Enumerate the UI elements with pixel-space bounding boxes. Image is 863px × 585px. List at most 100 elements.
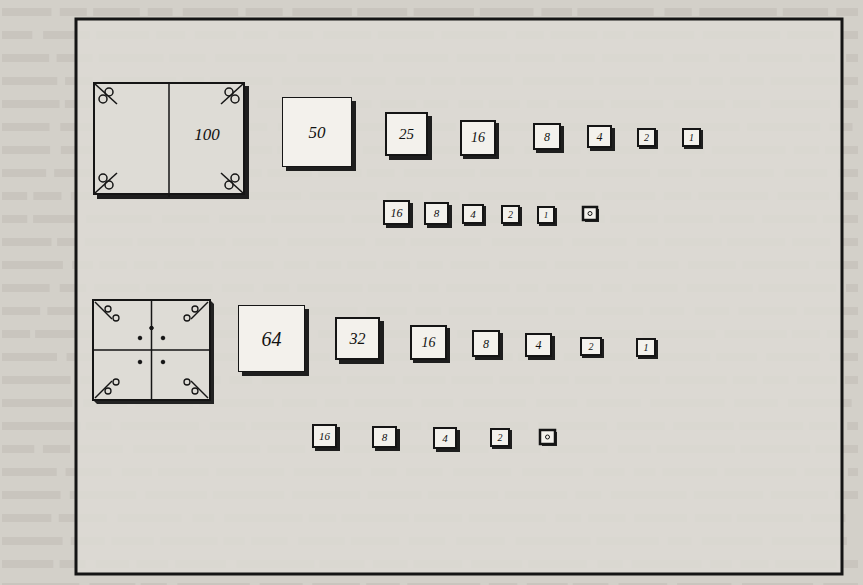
cube-number: 25	[399, 127, 414, 142]
show-through-line	[33, 215, 76, 223]
show-through-line	[2, 169, 46, 177]
show-through-line	[2, 353, 57, 361]
show-through-line	[33, 192, 61, 200]
show-through-line	[93, 8, 140, 16]
cube-number: 8	[544, 131, 550, 143]
show-through-line	[2, 376, 71, 384]
tiny-cube	[540, 430, 557, 446]
frame	[76, 19, 842, 574]
number-cube: 1	[682, 128, 701, 147]
number-cube: 4	[587, 125, 612, 148]
number-cube: 16	[312, 424, 337, 448]
cube-number: 8	[382, 432, 388, 443]
show-through-line	[844, 77, 858, 85]
show-through-line	[2, 468, 57, 476]
cube-number: 64	[262, 329, 282, 349]
show-through-line	[846, 54, 858, 62]
number-cube: 8	[424, 202, 449, 225]
show-through-line	[2, 31, 32, 39]
show-through-line	[541, 8, 572, 16]
show-through-line	[677, 583, 731, 585]
show-through-line	[260, 583, 303, 585]
show-through-line	[2, 284, 50, 292]
show-through-line	[2, 77, 57, 85]
show-through-line	[618, 583, 667, 585]
show-through-line	[148, 8, 173, 16]
cube-number: 8	[483, 338, 489, 350]
show-through-line	[141, 583, 167, 585]
cube-number: 100	[194, 126, 220, 143]
show-through-line	[573, 583, 609, 585]
cube-number: 4	[470, 209, 476, 220]
number-cube: 8	[472, 330, 500, 357]
show-through-line	[577, 8, 653, 16]
show-through-line	[312, 583, 360, 585]
show-through-line	[60, 8, 87, 16]
number-cube: 16	[460, 120, 496, 156]
show-through-line	[847, 422, 858, 430]
cube-number: 1	[544, 211, 549, 220]
show-through-line	[783, 8, 828, 16]
show-through-line	[2, 238, 51, 246]
show-through-line	[742, 583, 813, 585]
show-through-line	[2, 422, 81, 430]
show-through-line	[2, 537, 63, 545]
cube-number: 4	[442, 433, 448, 444]
show-through-line	[2, 192, 27, 200]
show-through-line	[846, 284, 858, 292]
show-through-line	[848, 468, 858, 476]
number-cube: 16	[383, 200, 410, 225]
show-through-line	[2, 261, 63, 269]
number-cube: 8	[372, 426, 397, 448]
show-through-line	[292, 8, 351, 16]
divided-square	[93, 300, 214, 404]
show-through-line	[2, 8, 51, 16]
show-through-line	[2, 491, 61, 499]
show-through-line	[842, 560, 858, 568]
square-marks	[95, 84, 247, 197]
show-through-line	[664, 8, 691, 16]
cube-number: 50	[309, 124, 326, 141]
show-through-line	[57, 238, 77, 246]
show-through-line	[366, 583, 400, 585]
cube-number: 2	[498, 433, 503, 443]
number-cube: 64	[238, 305, 305, 372]
show-through-line	[2, 399, 72, 407]
marked-square: 100	[93, 82, 245, 195]
number-cube: 1	[537, 206, 555, 224]
number-cube: 16	[410, 325, 447, 360]
cube-number: 2	[508, 210, 513, 220]
number-cube: 4	[433, 427, 457, 449]
show-through-line	[2, 215, 27, 223]
cube-number: 16	[422, 336, 436, 350]
number-cube: 50	[282, 97, 352, 167]
number-cube: 2	[501, 205, 520, 224]
number-cube: 32	[335, 317, 380, 360]
cube-number: 16	[471, 131, 485, 145]
cube-number: 4	[536, 339, 542, 351]
show-through-lines	[2, 8, 858, 585]
show-through-line	[2, 514, 51, 522]
show-through-line	[2, 123, 50, 131]
show-through-line	[2, 146, 50, 154]
show-through-line	[2, 307, 40, 315]
number-cube: 25	[385, 112, 428, 156]
show-through-line	[43, 445, 70, 453]
show-through-line	[823, 583, 858, 585]
cube-number: 2	[644, 133, 649, 143]
cube-number: 8	[434, 208, 440, 219]
show-through-line	[699, 8, 776, 16]
number-cube: 2	[490, 428, 510, 447]
show-through-line	[2, 560, 53, 568]
show-through-line	[845, 376, 858, 384]
number-cube: 1	[636, 338, 656, 357]
show-through-line	[480, 8, 534, 16]
cube-number: 2	[589, 342, 594, 352]
show-through-line	[90, 583, 136, 585]
cube-number: 4	[597, 131, 603, 143]
number-cube: 4	[462, 204, 484, 224]
number-cube: 4	[525, 333, 552, 357]
show-through-line	[841, 31, 858, 39]
show-through-line	[414, 8, 474, 16]
